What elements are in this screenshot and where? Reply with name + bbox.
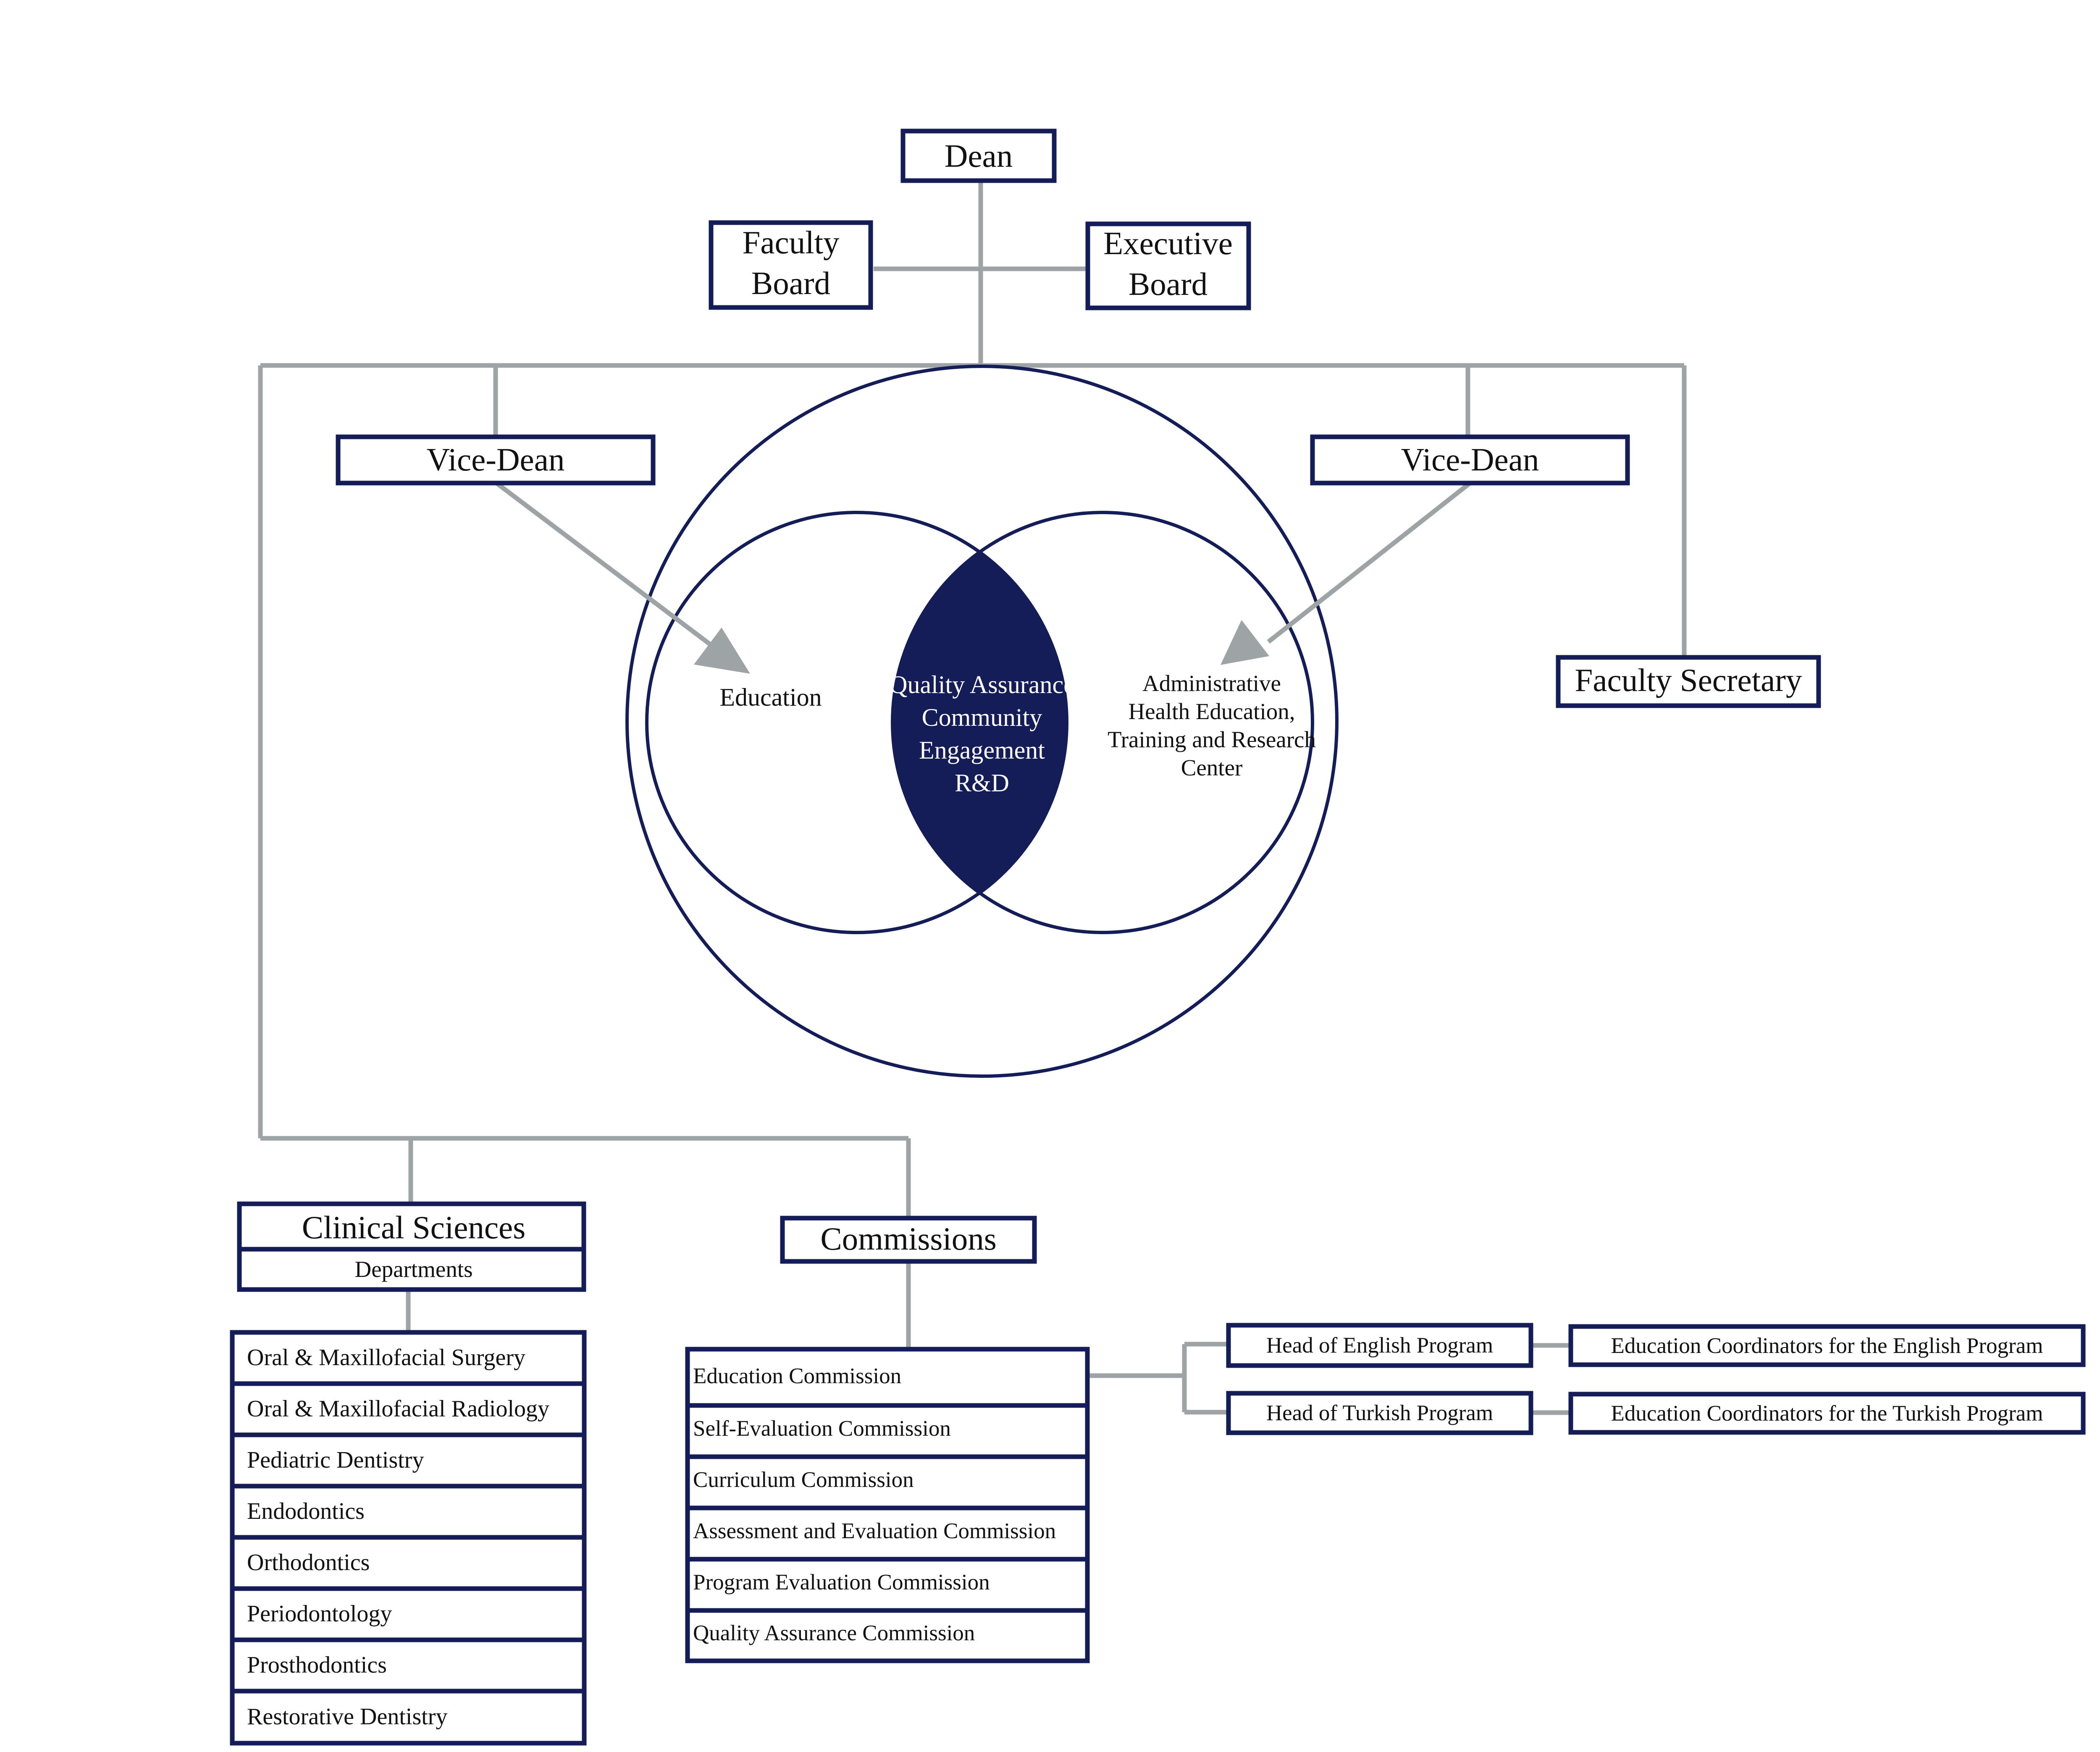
commissions-box: Commissions	[780, 1216, 1037, 1264]
list-item: Oral & Maxillofacial Surgery	[230, 1330, 587, 1386]
list-item: Prosthodontics	[230, 1637, 587, 1694]
list-item: Periodontology	[230, 1586, 587, 1642]
list-item: Education Commission	[685, 1347, 1090, 1408]
list-item: Endodontics	[230, 1484, 587, 1540]
arrow-left-head	[694, 628, 750, 674]
commission-label: Education Commission	[693, 1364, 901, 1388]
commission-list: Education Commission Self-Evaluation Com…	[685, 1347, 1090, 1663]
department-label: Endodontics	[247, 1498, 365, 1524]
department-label: Oral & Maxillofacial Surgery	[247, 1345, 525, 1371]
venn-right-line-4: Center	[1181, 755, 1243, 780]
list-item: Oral & Maxillofacial Radiology	[230, 1381, 587, 1437]
coord-english-box: Education Coordinators for the English P…	[1568, 1324, 2086, 1367]
clinical-departments-subtitle: Departments	[354, 1256, 472, 1282]
head-turkish-box: Head of Turkish Program	[1226, 1391, 1533, 1435]
commissions-title: Commissions	[820, 1221, 996, 1257]
venn-right-labels: Administrative Health Education, Trainin…	[1108, 670, 1316, 780]
list-item: Pediatric Dentistry	[230, 1432, 587, 1489]
department-list: Oral & Maxillofacial Surgery Oral & Maxi…	[230, 1330, 587, 1746]
venn-right-line-2: Health Education,	[1128, 699, 1295, 724]
arrow-right-line	[1267, 481, 1472, 644]
commission-label: Program Evaluation Commission	[693, 1570, 990, 1594]
list-item: Restorative Dentistry	[230, 1689, 587, 1746]
dean-label: Dean	[945, 138, 1013, 174]
venn-right-line-1: Administrative	[1142, 670, 1281, 696]
department-label: Pediatric Dentistry	[247, 1447, 424, 1473]
faculty-board-box: Faculty Board	[709, 220, 873, 310]
clinical-sciences-box: Clinical Sciences Departments	[237, 1201, 586, 1292]
intersection-lens	[892, 512, 1067, 932]
department-label: Orthodontics	[247, 1550, 370, 1576]
venn-center-line-4: R&D	[955, 769, 1009, 797]
coord-english-label: Education Coordinators for the English P…	[1611, 1334, 2043, 1358]
arrow-right-head	[1221, 620, 1269, 665]
venn-center-labels: Quality Assurance Community Engagement R…	[889, 671, 1075, 797]
department-label: Periodontology	[247, 1601, 392, 1627]
executive-board-line-1: Executive	[1103, 225, 1233, 261]
list-item: Orthodontics	[230, 1535, 587, 1591]
venn-center-line-2: Community	[922, 704, 1042, 731]
commission-label: Self-Evaluation Commission	[693, 1416, 951, 1441]
list-item: Self-Evaluation Commission	[685, 1403, 1090, 1459]
head-english-box: Head of English Program	[1226, 1323, 1533, 1368]
list-item: Assessment and Evaluation Commission	[685, 1505, 1090, 1562]
list-item: Program Evaluation Commission	[685, 1557, 1090, 1613]
venn-right-line-3: Training and Research	[1108, 727, 1316, 752]
vice-dean-right-box: Vice-Dean	[1310, 434, 1630, 486]
faculty-secretary-label: Faculty Secretary	[1575, 662, 1802, 698]
coord-turkish-box: Education Coordinators for the Turkish P…	[1568, 1392, 2086, 1435]
venn-education-label: Education	[719, 683, 822, 711]
faculty-board-line-2: Board	[751, 265, 830, 301]
arrow-left-line	[495, 481, 724, 656]
executive-board-line-2: Board	[1129, 266, 1208, 302]
faculty-secretary-box: Faculty Secretary	[1556, 655, 1821, 708]
head-english-label: Head of English Program	[1266, 1333, 1493, 1358]
list-item: Curriculum Commission	[685, 1454, 1090, 1510]
coord-turkish-label: Education Coordinators for the Turkish P…	[1611, 1401, 2043, 1426]
venn-diagram	[625, 365, 1339, 1078]
vice-dean-left-box: Vice-Dean	[336, 434, 656, 486]
department-label: Restorative Dentistry	[247, 1704, 447, 1730]
commission-label: Curriculum Commission	[693, 1468, 914, 1492]
department-label: Prosthodontics	[247, 1652, 387, 1678]
dean-box: Dean	[900, 129, 1057, 183]
venn-center-line-3: Engagement	[919, 736, 1045, 764]
venn-center-line-1: Quality Assurance	[889, 671, 1075, 699]
department-label: Oral & Maxillofacial Radiology	[247, 1396, 549, 1422]
clinical-sciences-title: Clinical Sciences	[302, 1209, 525, 1245]
arrows	[495, 481, 1472, 674]
head-turkish-label: Head of Turkish Program	[1266, 1401, 1493, 1425]
executive-board-box: Executive Board	[1085, 221, 1251, 310]
commission-label: Assessment and Evaluation Commission	[693, 1519, 1056, 1543]
commission-label: Quality Assurance Commission	[693, 1621, 975, 1645]
outer-circle	[625, 365, 1339, 1078]
faculty-board-line-1: Faculty	[743, 224, 840, 260]
list-item: Quality Assurance Commission	[685, 1608, 1090, 1663]
vice-dean-right-label: Vice-Dean	[1401, 441, 1539, 478]
vice-dean-left-label: Vice-Dean	[427, 441, 565, 478]
